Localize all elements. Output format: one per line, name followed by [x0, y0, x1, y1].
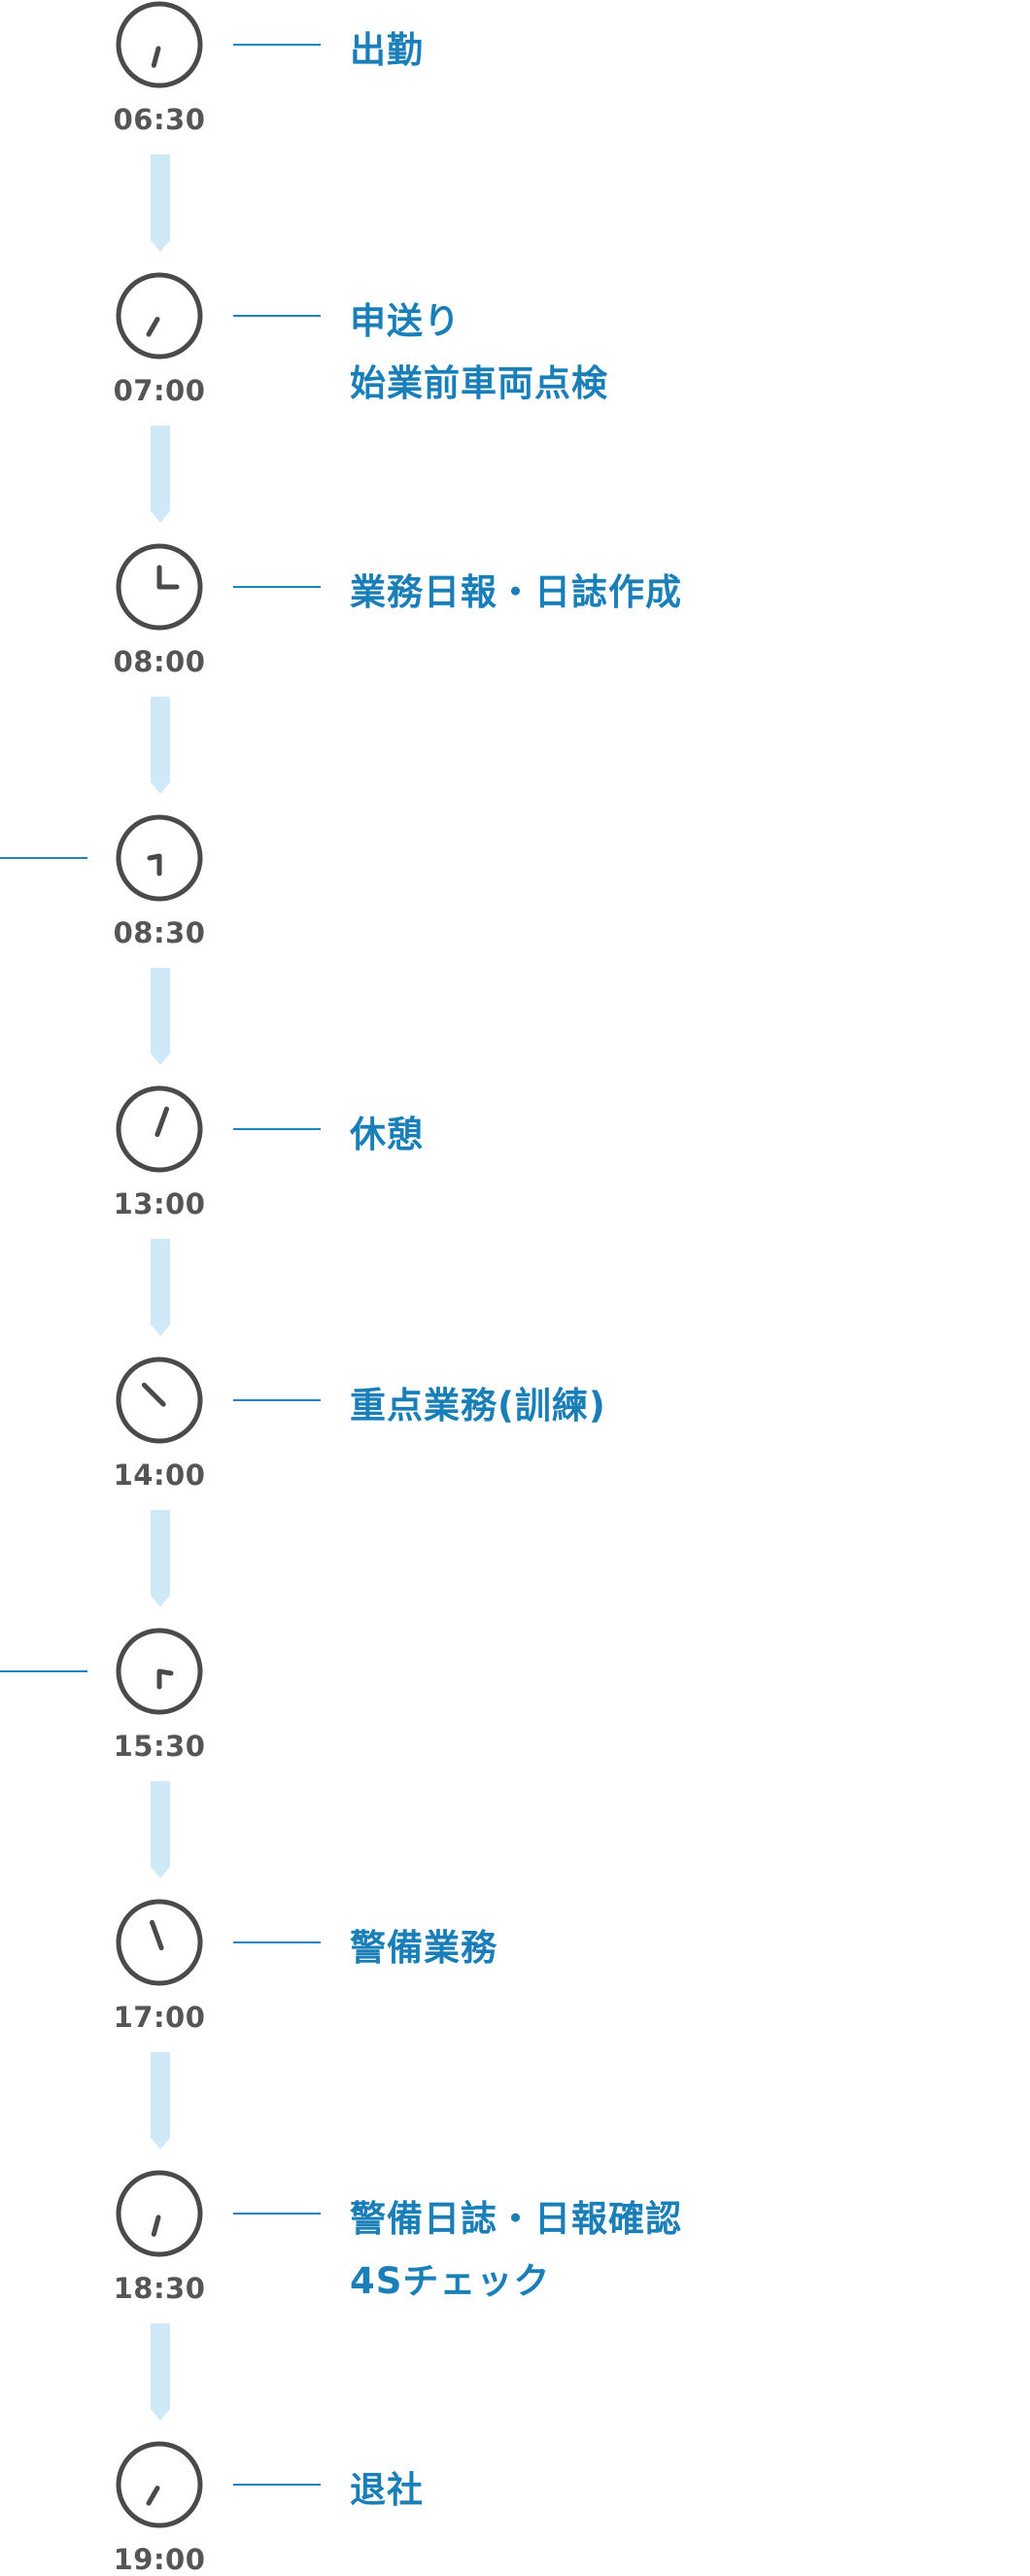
schedule-step: 18:30 警備日誌・日報確認 4Sチェック — [0, 2169, 1030, 2305]
down-arrow-icon — [151, 968, 170, 1065]
schedule-step: 15:30 — [0, 1627, 1030, 1763]
connector-line — [233, 315, 321, 317]
time-label: 08:00 — [113, 645, 206, 678]
down-arrow-icon — [151, 426, 170, 523]
down-arrow-icon — [151, 1239, 170, 1336]
clock-icon — [116, 2170, 203, 2257]
clock-hand — [151, 46, 161, 68]
time-label: 18:30 — [113, 2272, 206, 2305]
task-label: 退社 — [350, 2469, 424, 2511]
down-arrow-icon — [151, 2052, 170, 2149]
task-label: 警備日誌・日報確認 4Sチェック — [350, 2198, 682, 2302]
time-label: 06:30 — [113, 103, 206, 136]
clock-hand — [154, 1106, 169, 1138]
time-label: 13:00 — [113, 1187, 206, 1220]
time-label: 14:00 — [113, 1459, 206, 1492]
clock-hand — [156, 565, 180, 590]
down-arrow-icon — [151, 1510, 170, 1607]
down-arrow-icon — [151, 2323, 170, 2421]
clock-hand — [146, 2486, 160, 2506]
time-label: 07:00 — [113, 374, 206, 407]
schedule-step: 08:00 業務日報・日誌作成 — [0, 542, 1030, 678]
clock-icon — [116, 2441, 203, 2528]
clock-icon — [116, 814, 203, 902]
connector-line — [233, 1941, 321, 1943]
clock-hand — [146, 317, 160, 337]
connector-line — [233, 2213, 321, 2215]
time-label: 19:00 — [113, 2543, 206, 2576]
time-label: 15:30 — [113, 1730, 206, 1763]
clock-icon — [116, 1899, 203, 1986]
clock-hand — [156, 1668, 174, 1690]
clock-icon — [116, 1, 203, 88]
clock-icon — [116, 543, 203, 631]
task-label: 業務日報・日誌作成 — [350, 571, 682, 613]
clock-icon — [116, 1085, 203, 1173]
schedule-step: 07:00 申送り 始業前車両点検 — [0, 271, 1030, 407]
task-label: 警備業務 — [350, 1927, 498, 1969]
time-label: 17:00 — [113, 2001, 206, 2034]
schedule-step: 13:00 休憩 — [0, 1084, 1030, 1220]
connector-line — [233, 2484, 321, 2486]
task-label: 重点業務(訓練) — [350, 1385, 606, 1426]
connector-line — [233, 1399, 321, 1401]
task-label: 申送り 始業前車両点検 — [350, 300, 608, 404]
clock-hand — [147, 853, 162, 876]
clock-hand — [150, 1919, 164, 1951]
task-label: 休憩 — [350, 1114, 424, 1155]
clock-hand — [141, 1382, 166, 1407]
schedule-step: 14:00 重点業務(訓練) — [0, 1356, 1030, 1492]
clock-icon — [116, 1628, 203, 1715]
time-label: 08:30 — [113, 916, 206, 949]
down-arrow-icon — [151, 155, 170, 252]
schedule-step: 08:30 — [0, 813, 1030, 949]
connector-line — [0, 857, 87, 859]
schedule-step: 19:00 退社 — [0, 2440, 1030, 2576]
connector-line — [0, 1670, 87, 1672]
connector-line — [233, 44, 321, 46]
clock-icon — [116, 1357, 203, 1444]
down-arrow-icon — [151, 697, 170, 794]
clock-hand — [151, 2215, 161, 2237]
connector-line — [233, 586, 321, 588]
schedule-step: 06:30 出勤 — [0, 0, 1030, 136]
task-label: 出勤 — [350, 29, 424, 71]
connector-line — [233, 1128, 321, 1130]
schedule-step: 17:00 警備業務 — [0, 1898, 1030, 2034]
down-arrow-icon — [151, 1781, 170, 1878]
clock-icon — [116, 272, 203, 360]
